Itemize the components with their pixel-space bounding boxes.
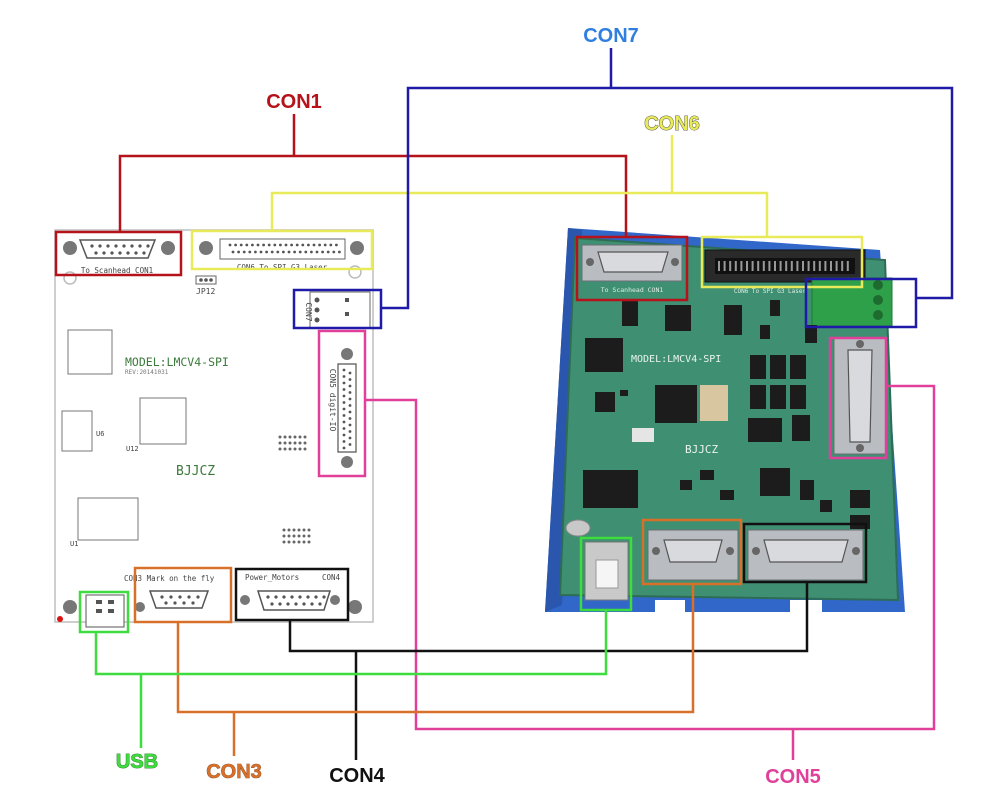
left-u1-label: U1 — [70, 540, 78, 548]
right-con5-connector — [833, 337, 887, 455]
con1-label: CON1 — [266, 91, 322, 113]
con7-label: CON7 — [583, 25, 639, 47]
left-con4-silk: Power_Motors — [245, 573, 299, 582]
left-model-text: MODEL:LMCV4-SPI — [125, 355, 229, 369]
right-con6-silk: CON6 To SPI G3 Laser — [734, 288, 807, 295]
right-con1-connector: To Scanhead CON1 — [581, 244, 683, 294]
left-rev-text: REV:20141031 — [125, 369, 169, 376]
right-con6-connector: CON6 To SPI G3 Laser — [704, 249, 866, 295]
right-con7-connector — [811, 277, 893, 327]
right-con3-connector — [647, 529, 739, 581]
left-jp12: JP12 — [195, 275, 217, 296]
left-con5-silk: CON5 digit-IO — [328, 369, 337, 432]
usb-label: USB — [116, 751, 158, 773]
con6-wire — [190, 135, 864, 289]
left-con7-connector: CON7 — [304, 291, 371, 329]
left-con1-connector: To Scanhead CON1 — [78, 239, 157, 275]
left-con6-connector: CON6 To SPI G3 Laser — [219, 238, 346, 272]
con1-wire — [54, 114, 689, 302]
left-con4-connector: Power_Motors CON4 — [245, 573, 341, 611]
con4-label: CON4 — [329, 765, 385, 787]
left-u6-label: U6 — [96, 430, 104, 438]
left-con3-silk: CON3 Mark on the fly — [124, 574, 215, 583]
con6-label: CON6 — [644, 113, 700, 135]
left-usb-footprint — [85, 594, 125, 628]
right-board: To Scanhead CON1 CON6 To SPI G3 Laser — [545, 228, 905, 614]
left-con4-tag: CON4 — [322, 573, 341, 582]
con5-wire — [317, 329, 936, 760]
con5-label: CON5 — [765, 766, 821, 788]
con7-wire — [292, 48, 954, 330]
usb-wire — [78, 536, 633, 748]
con3-label: CON3 — [206, 761, 262, 783]
left-con6-silk: CON6 To SPI G3 Laser — [237, 263, 328, 272]
right-model-text: MODEL:LMCV4-SPI — [631, 354, 721, 365]
left-brand-text: BJJCZ — [176, 464, 215, 479]
right-con1-silk: To Scanhead CON1 — [601, 286, 664, 294]
left-jp12-label: JP12 — [196, 287, 215, 296]
left-con3-connector: CON3 Mark on the fly — [124, 574, 215, 609]
right-brand-text: BJJCZ — [685, 443, 718, 456]
left-con7-silk: CON7 — [304, 302, 313, 321]
left-con5-connector: CON5 digit-IO — [328, 348, 357, 468]
con4-wire — [234, 522, 868, 760]
right-con4-connector — [747, 529, 864, 581]
con3-wire — [133, 518, 743, 756]
left-u12-label: U12 — [126, 445, 139, 453]
left-con1-silk: To Scanhead CON1 — [81, 266, 153, 275]
right-usb-port — [584, 541, 629, 601]
